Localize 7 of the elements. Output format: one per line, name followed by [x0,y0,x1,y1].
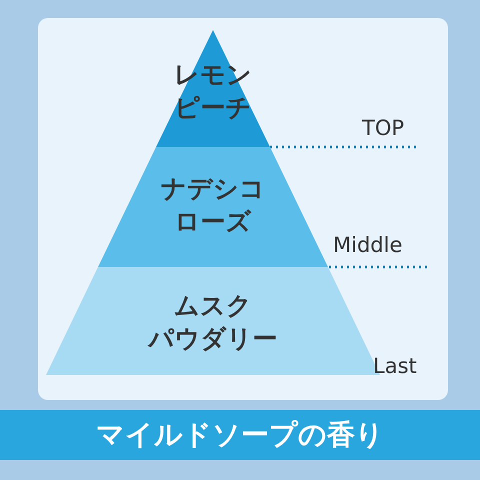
level-label: Last [373,354,417,378]
layer-label: ムスクパウダリー [146,290,278,355]
layer-label: ナデシコローズ [160,173,266,238]
level-label: TOP [362,116,404,140]
level-label: Middle [333,233,402,257]
pyramid-layer [98,147,328,267]
caption-banner: マイルドソープの香り [0,410,480,460]
